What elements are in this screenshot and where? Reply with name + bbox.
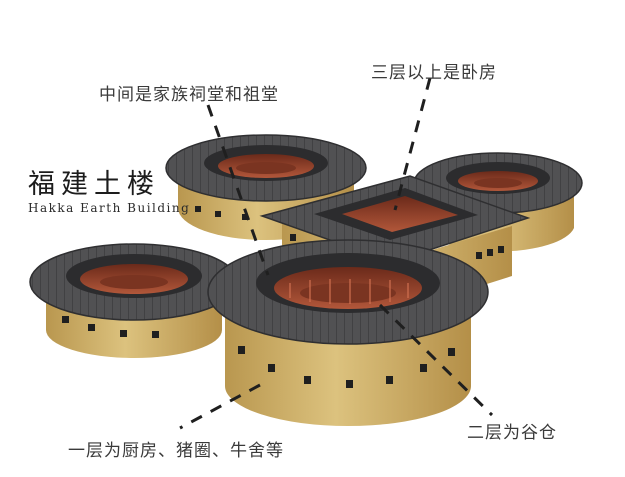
title-english: Hakka Earth Building: [28, 201, 191, 215]
label-upper-floors: 三层以上是卧房: [371, 63, 497, 83]
label-second-floor: 二层为谷仓: [467, 423, 557, 443]
tulou-front-left: [29, 243, 239, 358]
leader-ground-floor: [179, 383, 261, 430]
leader-upper-floors: [393, 77, 432, 211]
label-center-hall: 中间是家族祠堂和祖堂: [99, 85, 279, 105]
label-ground-floor: 一层为厨房、猪圈、牛舍等: [68, 441, 284, 461]
leader-second-floor: [378, 303, 494, 417]
leader-lines: [179, 77, 494, 430]
tulou-front-main: [207, 239, 489, 426]
tulou-back-left: [165, 134, 367, 240]
leader-center-hall: [206, 104, 270, 276]
title-chinese: 福建土楼: [28, 169, 160, 200]
